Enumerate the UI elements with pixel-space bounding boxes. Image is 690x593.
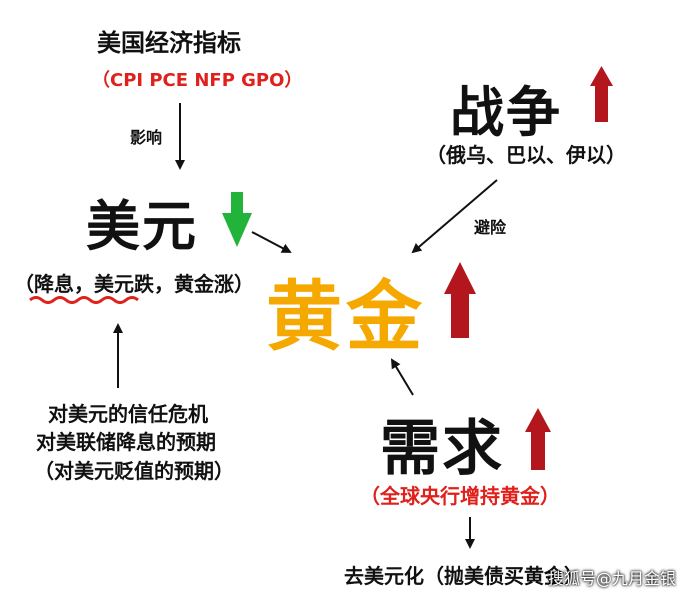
de-dollar-title: 去美元化（抛美债买黄金）: [344, 564, 584, 588]
us-indicators-subtitle: （CPI PCE NFP GPO）: [92, 70, 303, 91]
war-title: 战争: [450, 81, 562, 144]
trust-line-3: （对美元贬值的预期）: [34, 459, 234, 483]
gold-up-arrow-icon: [444, 262, 476, 338]
us-indicators-title: 美国经济指标: [97, 29, 241, 57]
arrow-demand-to-gold: [390, 358, 414, 396]
demand-title: 需求: [380, 414, 504, 484]
demand-subtitle: （全球央行增持黄金）: [360, 484, 560, 508]
war-subtitle: （俄乌、巴以、伊以）: [426, 143, 626, 167]
edge-label-influence: 影响: [130, 128, 163, 147]
usd-down-arrow-icon: [222, 192, 252, 247]
usd-title: 美元: [86, 195, 198, 258]
squiggle-underline: [29, 296, 139, 304]
arrow-war-to-gold: [411, 179, 498, 254]
war-up-arrow-icon: [590, 66, 613, 122]
watermark: 搜狐号@九月金银: [548, 569, 677, 588]
demand-up-arrow-icon: [525, 408, 551, 470]
gold-title: 黄金: [266, 272, 426, 361]
usd-subtitle: （降息，美元跌，黄金涨）: [14, 272, 254, 296]
trust-line-1: 对美元的信任危机: [48, 402, 208, 426]
arrow-usd-to-gold: [251, 231, 292, 253]
trust-line-2: 对美联储降息的预期: [36, 430, 216, 454]
edge-label-safe-haven: 避险: [474, 218, 507, 237]
